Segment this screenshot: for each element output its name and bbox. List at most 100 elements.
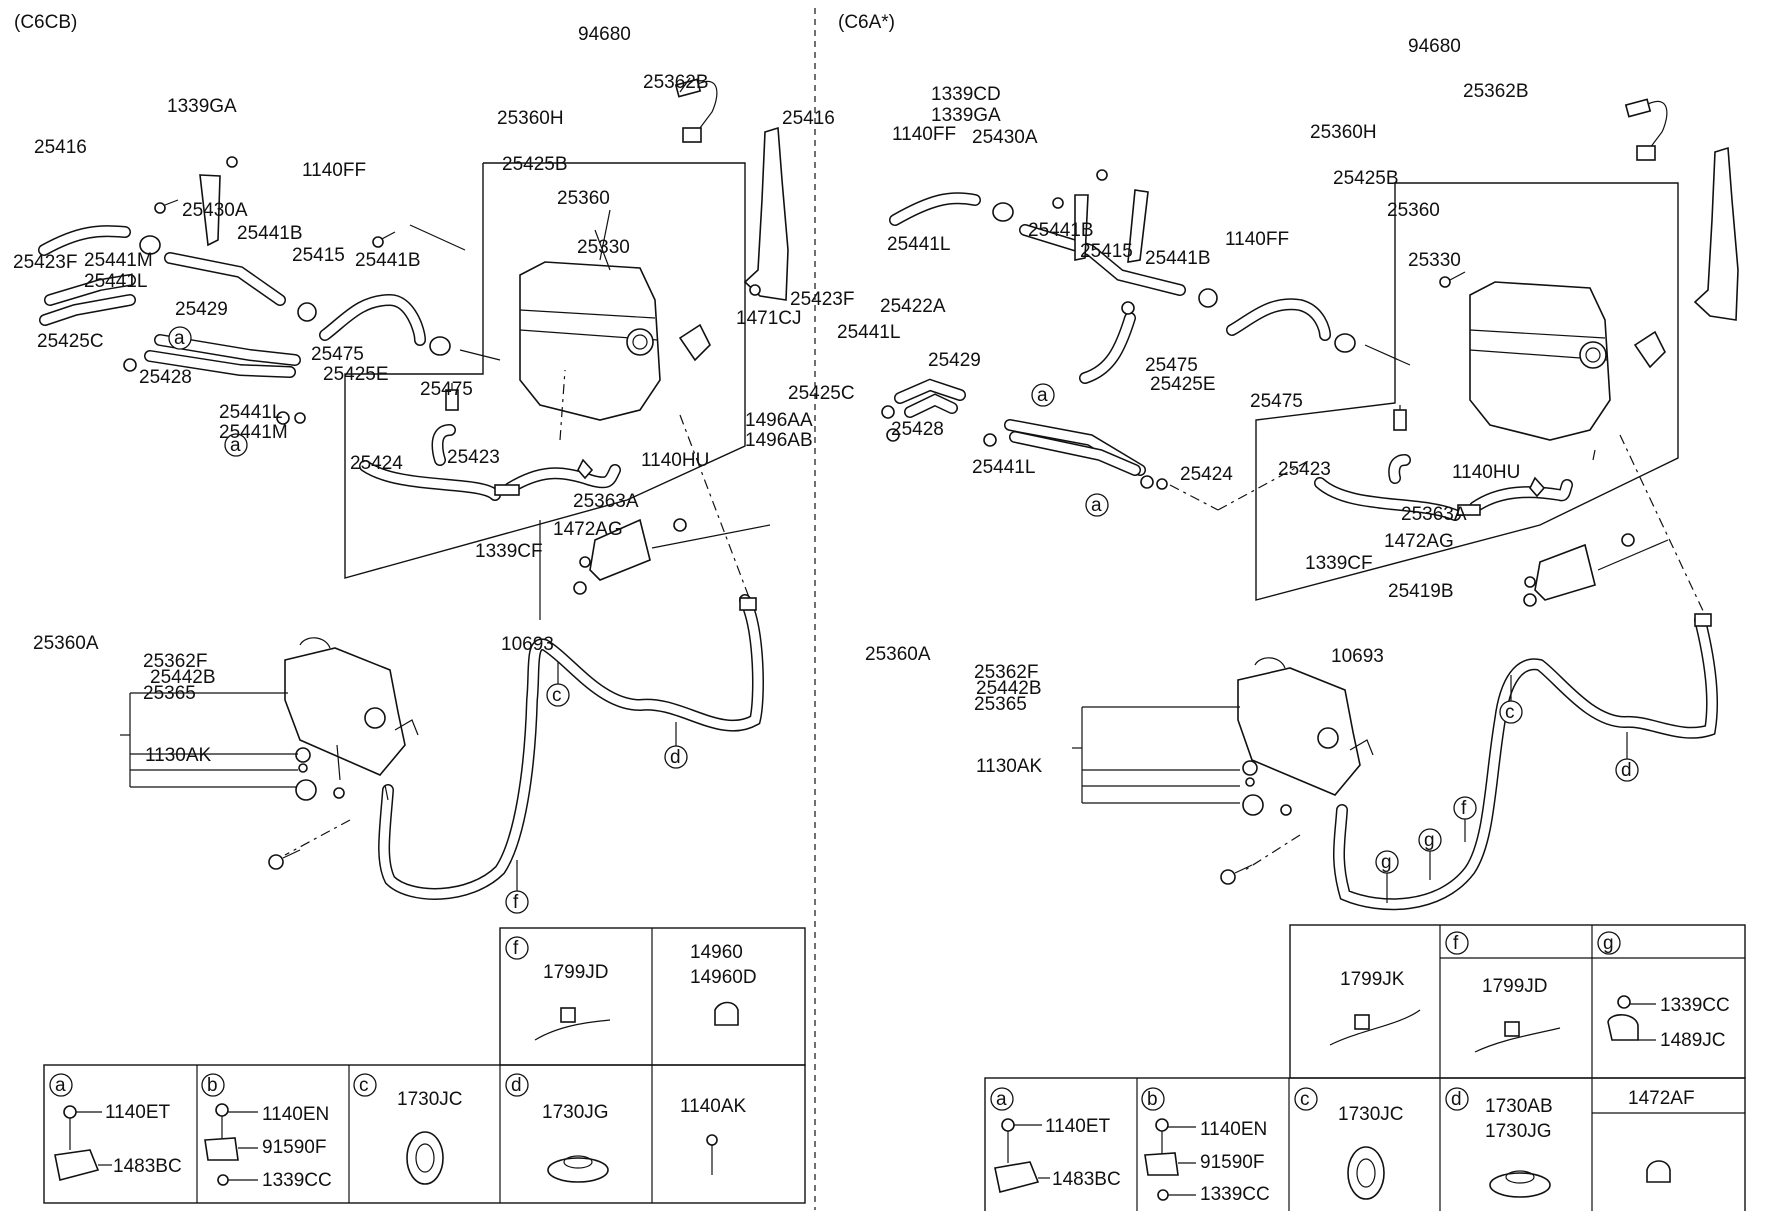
hose-10693 <box>378 594 764 900</box>
part-label: 25442B <box>976 678 1042 699</box>
part-label: 25423 <box>447 447 500 468</box>
part-label: 1339CF <box>475 541 543 562</box>
left-variant-title: (C6CB) <box>14 12 77 33</box>
part-label: 25416 <box>782 108 835 129</box>
part-label: 25360 <box>1387 200 1440 221</box>
part-label: 25441M <box>84 250 153 271</box>
svg-text:a: a <box>55 1075 66 1096</box>
part-label: 1140FF <box>892 124 956 145</box>
part-label: 1471CJ <box>736 308 802 329</box>
svg-text:1483BC: 1483BC <box>1052 1169 1121 1190</box>
reservoir-group-frame <box>344 162 746 579</box>
svg-text:1730AB: 1730AB <box>1485 1096 1553 1117</box>
left-panel: (C6CB) <box>13 12 806 1204</box>
tank-25360A <box>284 647 406 776</box>
svg-text:1339CC: 1339CC <box>1660 995 1730 1016</box>
part-label: 1339GA <box>931 105 1001 126</box>
part-label: 25425B <box>502 154 568 175</box>
legend-part: 1140EN <box>262 1104 329 1125</box>
svg-text:d: d <box>511 1075 522 1096</box>
svg-text:1730JC: 1730JC <box>1338 1104 1404 1125</box>
part-label: 25422A <box>880 296 946 317</box>
part-label: 94680 <box>1408 36 1461 57</box>
part-label: 25425B <box>1333 168 1399 189</box>
svg-text:g: g <box>1381 852 1392 873</box>
part-label: 25441L <box>837 322 900 343</box>
part-label: 25365 <box>143 683 196 704</box>
part-label: 25423F <box>13 252 77 273</box>
bracket-25362B <box>743 126 789 301</box>
right-panel: (C6A*) <box>736 12 1746 1216</box>
svg-text:b: b <box>207 1075 218 1096</box>
left-legend: f 1799JD 14960 14960D a 1140ET 1483BC b … <box>43 927 806 1204</box>
svg-text:g: g <box>1424 830 1435 851</box>
svg-text:a: a <box>996 1089 1007 1110</box>
svg-text:91590F: 91590F <box>1200 1152 1264 1173</box>
part-label: 25423 <box>1278 459 1331 480</box>
part-label: 25360H <box>1310 122 1377 143</box>
svg-text:1339CC: 1339CC <box>1200 1184 1270 1205</box>
part-label: 25330 <box>577 237 630 258</box>
svg-text:1489JC: 1489JC <box>1660 1030 1726 1051</box>
part-label: 10693 <box>1331 646 1384 667</box>
part-label: 1130AK <box>145 745 212 766</box>
part-label: 1130AK <box>976 756 1043 777</box>
clamp-icon <box>139 235 161 255</box>
part-label: 1496AA <box>745 410 813 431</box>
part-label: 94680 <box>578 24 631 45</box>
right-legend: 1799JK f 1799JD g 1339CC 1489JC a 1140ET… <box>984 924 1746 1216</box>
svg-text:a: a <box>1037 385 1048 406</box>
svg-text:1140EN: 1140EN <box>1200 1119 1267 1140</box>
part-label: 25425E <box>323 364 389 385</box>
pipe-bracket <box>199 174 221 247</box>
part-label: 25425C <box>788 383 855 404</box>
cap-25330 <box>678 323 711 362</box>
svg-text:1799JD: 1799JD <box>1482 976 1548 997</box>
part-label: 25430A <box>182 200 248 221</box>
letter-markers-left: a a c d f <box>168 326 688 914</box>
part-label: 25415 <box>1080 241 1133 262</box>
letter-c: c <box>552 685 562 706</box>
legend-part: 1799JD <box>543 962 609 983</box>
part-label: 25442B <box>150 667 216 688</box>
part-label: 25365 <box>974 694 1027 715</box>
part-label: 25441L <box>84 271 147 292</box>
part-label: 1339CF <box>1305 553 1373 574</box>
svg-text:c: c <box>1505 702 1515 723</box>
part-label: 25363A <box>1401 504 1467 525</box>
sensor-94680 <box>674 78 718 143</box>
legend-part: 1730JC <box>397 1089 463 1110</box>
letter-f: f <box>513 892 519 913</box>
part-label: 25330 <box>1408 250 1461 271</box>
svg-text:d: d <box>1621 760 1632 781</box>
part-label: 25429 <box>175 299 228 320</box>
part-label: 25362B <box>1463 81 1529 102</box>
svg-text:14960D: 14960D <box>690 967 757 988</box>
part-label: 25441B <box>355 250 421 271</box>
legend-part: 1339CC <box>262 1170 332 1191</box>
part-label: 25363A <box>573 491 639 512</box>
part-label: 1496AB <box>745 430 813 451</box>
svg-text:b: b <box>1147 1089 1158 1110</box>
svg-text:d: d <box>1451 1089 1462 1110</box>
part-label: 25475 <box>311 344 364 365</box>
part-label: 25441M <box>219 422 288 443</box>
bracket-25363A <box>589 518 651 581</box>
part-label: 25360A <box>865 644 931 665</box>
part-label: 25360A <box>33 633 99 654</box>
svg-text:f: f <box>1453 933 1459 954</box>
letter-markers-right: a a c d f g g <box>1031 383 1639 903</box>
svg-text:c: c <box>1300 1089 1310 1110</box>
part-label: 25419B <box>1388 581 1454 602</box>
svg-text:f: f <box>513 938 519 959</box>
part-label: 25441L <box>219 402 282 423</box>
part-label: 25475 <box>1250 391 1303 412</box>
part-label: 25441B <box>237 223 303 244</box>
legend-part: 1140AK <box>680 1096 747 1117</box>
letter-a: a <box>230 435 241 456</box>
part-label: 25360H <box>497 108 564 129</box>
